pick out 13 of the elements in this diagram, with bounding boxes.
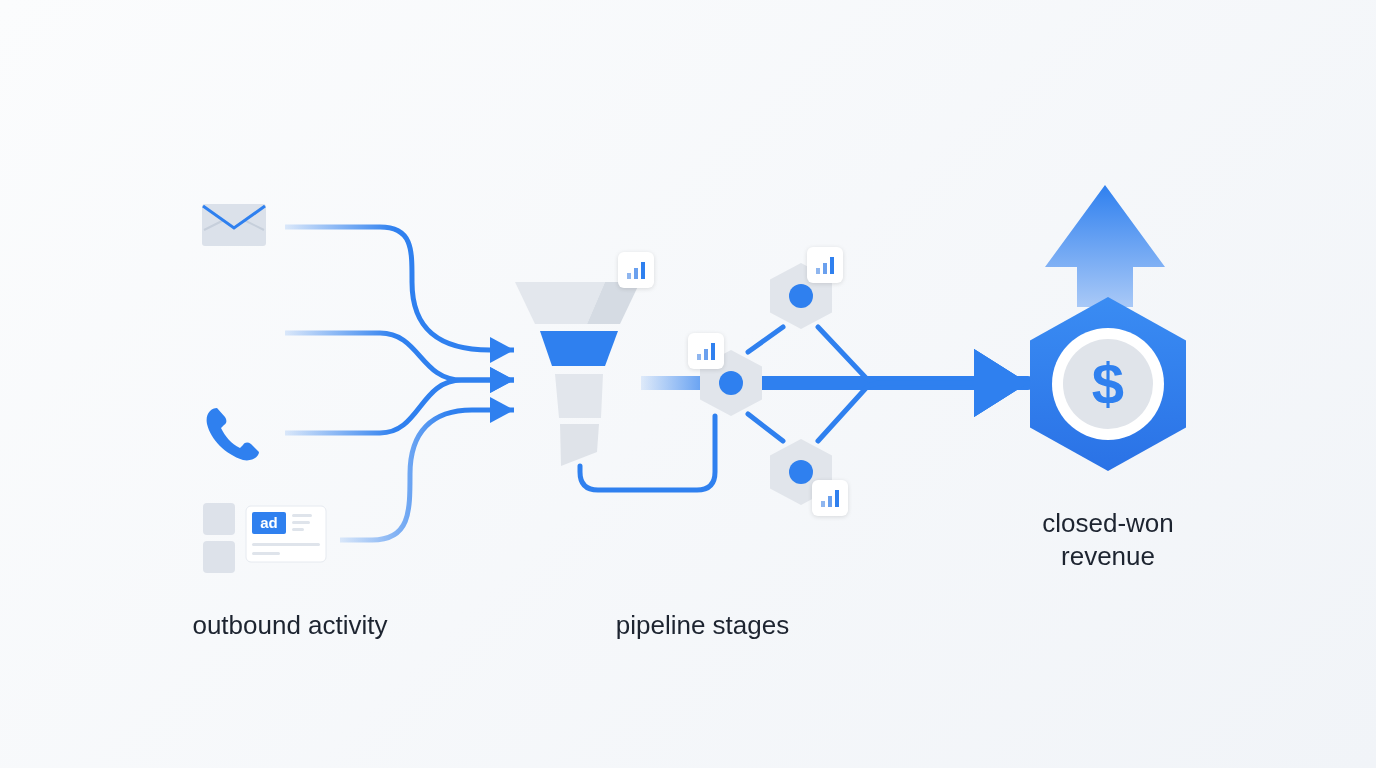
connector-line xyxy=(641,376,700,390)
arrow xyxy=(340,397,514,543)
arrow xyxy=(285,224,514,363)
revenue-hexagon xyxy=(1030,297,1186,471)
connector-line xyxy=(745,411,786,444)
ad-label: ad xyxy=(259,513,279,533)
section-label: pipeline stages xyxy=(614,610,791,641)
arrow xyxy=(285,367,514,436)
caption-text: closed-won revenue xyxy=(1041,507,1175,573)
connector-line xyxy=(745,324,786,355)
section-label: outbound activity xyxy=(191,610,389,641)
ad-card-drawing xyxy=(200,500,328,576)
dollar-sign: $ xyxy=(1090,350,1126,418)
